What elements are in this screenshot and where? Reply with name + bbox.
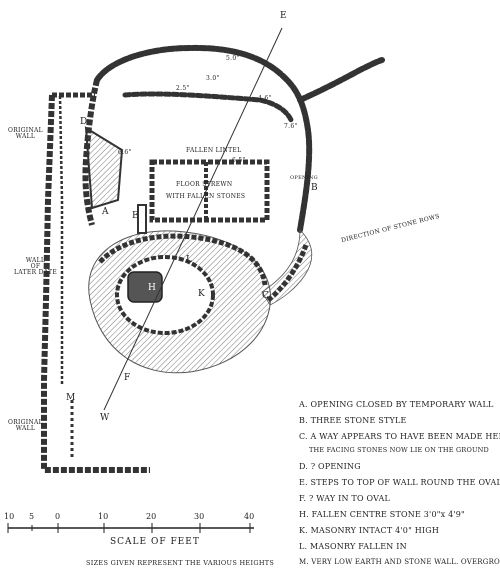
legend-m: M. VERY LOW EARTH AND STONE WALL. OVERGR… [299, 558, 500, 566]
legend-c-note: THE FACING STONES NOW LIE ON THE GROUND [309, 446, 489, 454]
label-opening: OPEN­ING [290, 175, 318, 181]
letter-l: L [186, 255, 192, 265]
steps-e [137, 204, 147, 234]
east-bank [261, 229, 313, 306]
letter-d: D [80, 117, 88, 127]
letter-e: E [132, 211, 139, 221]
letter-k: K [198, 289, 205, 299]
east-wall-extension [297, 57, 385, 103]
letter-h: H [148, 283, 156, 293]
legend-e: E. STEPS TO TOP OF WALL ROUND THE OVAL [299, 478, 500, 487]
height-6-6: 6.6" [118, 149, 132, 156]
scale-tick-0: 0 [55, 512, 61, 521]
axis-line [103, 27, 283, 411]
height-2-5: 2.5" [176, 85, 190, 92]
enclosure-wall-north [94, 44, 313, 233]
legend-l: L. MASONRY FALLEN IN [299, 542, 407, 551]
height-north: 5.0" [226, 55, 240, 62]
scale-tick-40: 40 [244, 512, 255, 521]
label-fallen-lintel: FALLEN LINTEL [186, 147, 242, 154]
inner-chamber [149, 159, 270, 223]
legend-h: H. FALLEN CENTRE STONE 3'0"x 4'9" [299, 510, 465, 519]
letter-f: F [124, 373, 131, 383]
enclosure-wall-north-inner [122, 91, 295, 125]
label-with-fallen-stones: WITH FALLEN STONES [166, 193, 246, 200]
long-wall-outer [41, 94, 150, 473]
compass-w: W [100, 413, 110, 423]
height-4-6: 4.6" [258, 95, 272, 102]
scale-ticks [7, 523, 251, 533]
height-7-6: 7.6" [284, 123, 298, 130]
scale-title: SCALE OF FEET [110, 537, 200, 547]
scale-tick-20: 20 [146, 512, 157, 521]
west-wall [82, 79, 100, 226]
scale-note: SIZES GIVEN REPRESENT THE VARIOUS HEIGHT… [86, 559, 275, 567]
scale-tick-10-left: 10 [4, 512, 15, 521]
letter-a: A [102, 207, 109, 217]
legend-b: B. THREE STONE STYLE [299, 416, 407, 425]
label-wall-later-date: WALL OF LATER DATE [14, 257, 57, 276]
letter-b: B [311, 183, 318, 193]
legend-a: A. OPENING CLOSED BY TEMPORARY WALL [299, 400, 494, 409]
oval-outer-wall [98, 233, 268, 286]
long-wall-inner [58, 95, 64, 385]
opening-d-block [84, 126, 124, 210]
letter-c: C [262, 291, 269, 301]
label-floor-strewn: FLOOR STREWN [176, 181, 233, 188]
legend-c: C. A WAY APPEARS TO HAVE BEEN MADE HERE. [299, 432, 500, 441]
legend-f: F. ? WAY IN TO OVAL [299, 494, 391, 503]
label-original-wall-top: ORIGINAL WALL [8, 127, 43, 140]
height-3-0: 3.0" [206, 75, 220, 82]
legend-d: D. ? OPENING [299, 462, 361, 471]
letter-m: M [66, 393, 76, 403]
scale-tick-30: 30 [194, 512, 205, 521]
height-6-5: 6.5" [232, 157, 246, 164]
scale-tick-5: 5 [29, 512, 35, 521]
east-bank-stones [266, 244, 309, 303]
compass-e: E [280, 11, 287, 21]
fallen-centre-stone [127, 271, 163, 303]
label-original-wall-bottom: ORIGINAL WALL [8, 419, 43, 432]
scale-tick-10: 10 [98, 512, 109, 521]
legend-k: K. MASONRY INTACT 4'0" HIGH [299, 526, 440, 535]
